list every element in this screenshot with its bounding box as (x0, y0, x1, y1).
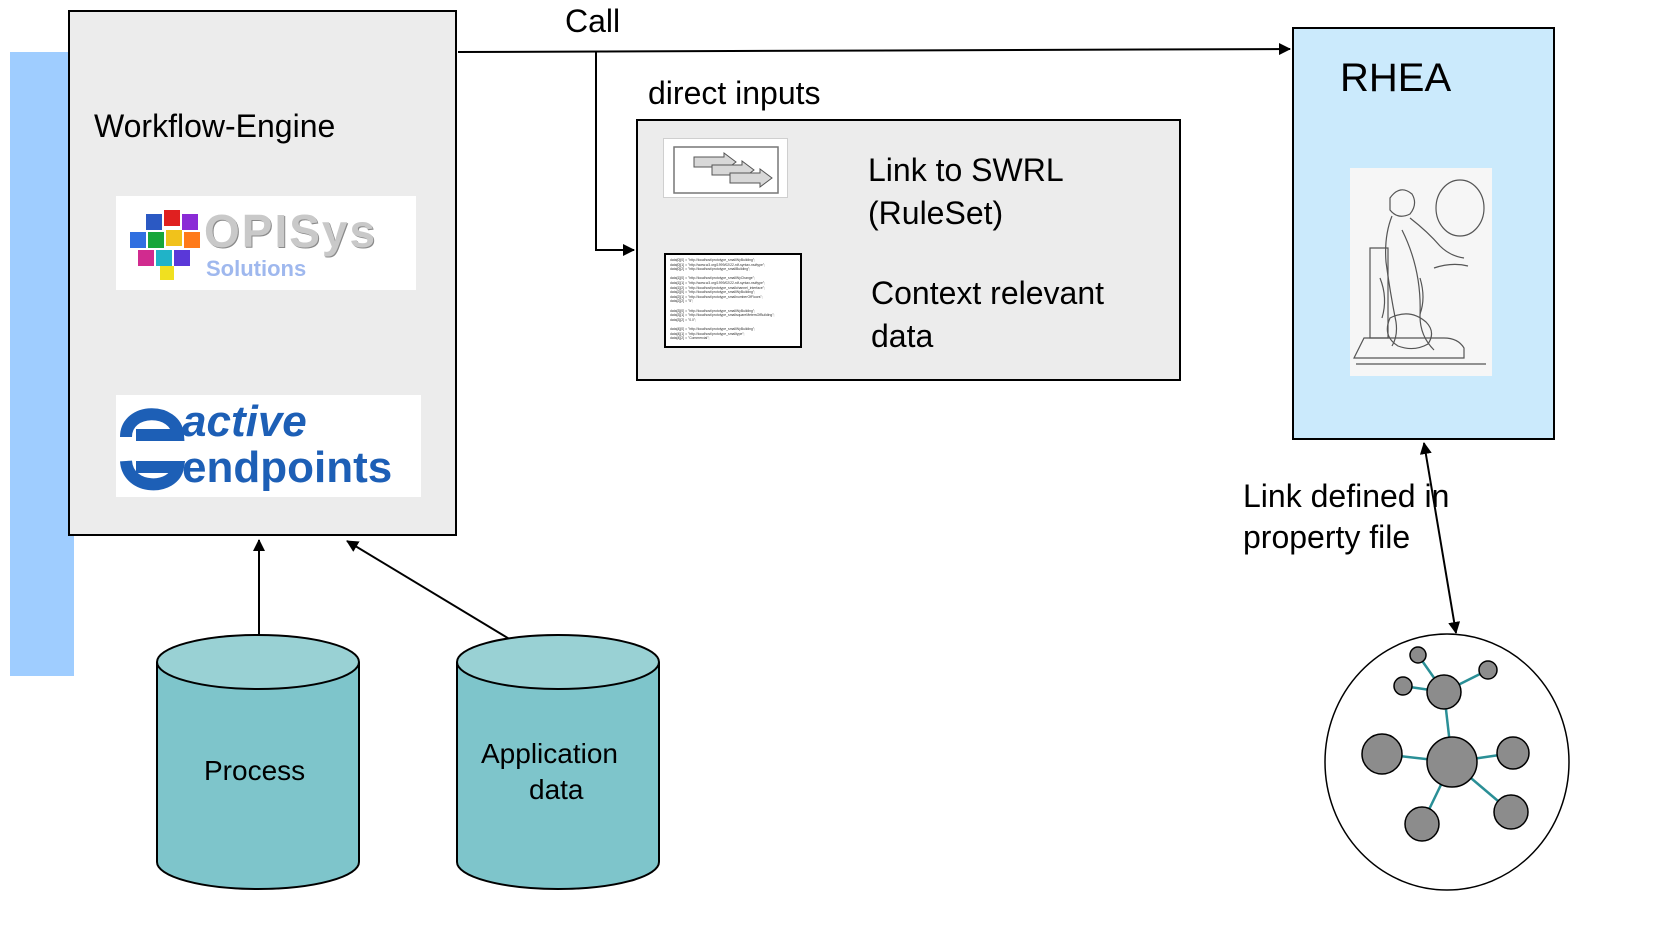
direct-inputs-title: direct inputs (648, 75, 821, 111)
engine-appdata-arrow (346, 540, 527, 650)
rhea-statue-image (1350, 168, 1492, 376)
opisys-solutions-text: Solutions (206, 256, 307, 281)
workflow-arrows-icon (663, 138, 788, 198)
swrl-link-line2: (RuleSet) (868, 195, 1004, 231)
opisys-logo: OPISys Solutions (116, 196, 416, 290)
link-note-line2: property file (1243, 519, 1411, 555)
active-word: active (182, 397, 307, 446)
workflow-engine-title: Workflow-Engine (94, 108, 336, 144)
opisys-wordmark: OPISys (204, 205, 378, 257)
call-arrow (457, 43, 1291, 56)
process-database-icon (156, 634, 360, 890)
active-endpoints-swirl-icon (120, 408, 186, 491)
data-listing-thumbnail: data[0][0] = "http://localhost/prototype… (664, 253, 802, 348)
application-database-icon (456, 634, 660, 890)
side-accent-bar (10, 52, 74, 676)
ontology-graph-icon (1324, 633, 1570, 891)
opisys-cubes-icon (130, 210, 200, 280)
active-endpoints-logo: active endpoints (116, 395, 421, 497)
context-data-line2: data (871, 318, 934, 354)
process-db-label: Process (204, 755, 306, 786)
application-db-label-line1: Application (481, 738, 618, 769)
application-db-label-line2: data (529, 774, 584, 805)
direct-inputs-arrow (595, 51, 635, 256)
call-label: Call (565, 3, 621, 39)
swrl-link-line1: Link to SWRL (868, 152, 1064, 188)
rhea-ontology-arrow (1419, 442, 1461, 634)
endpoints-word: endpoints (182, 443, 393, 492)
context-data-line1: Context relevant (871, 275, 1105, 311)
link-note-line1: Link defined in (1243, 478, 1450, 514)
rhea-title: RHEA (1340, 56, 1452, 100)
